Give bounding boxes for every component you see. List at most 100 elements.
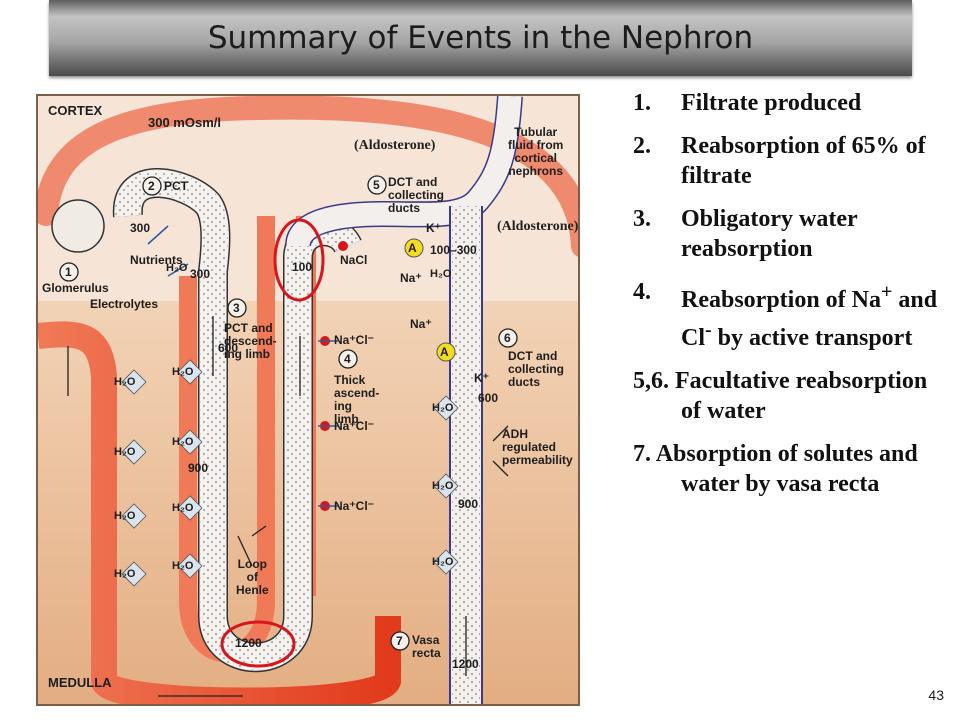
value-100: 100 <box>292 260 313 274</box>
event-item-4: 4. Reabsorption of Na+ and Cl- by active… <box>633 277 951 353</box>
k-ion-label: K⁺ <box>474 371 489 385</box>
h2o-diamond <box>177 495 203 521</box>
step-number-5: 5 <box>373 178 380 192</box>
step-number-6: 6 <box>504 331 511 345</box>
h2o-label: H₂O <box>114 376 136 388</box>
cortical-vessel <box>38 96 578 257</box>
h2o-diamond <box>177 429 203 455</box>
slide-title: Summary of Events in the Nephron <box>207 20 754 56</box>
tubular-fluid-label: Tubular fluid from cortical nephrons <box>508 125 564 178</box>
k-ion-label: K⁺ <box>426 221 441 235</box>
glomerulus-shape <box>51 199 105 253</box>
glomerulus-label: Glomerulus <box>42 281 109 295</box>
event-text: Absorption of solutes and water by vasa … <box>655 441 918 497</box>
h2o-diamond <box>177 553 203 579</box>
h2o-diamond <box>121 439 147 465</box>
transporter-a-label: A <box>440 345 449 359</box>
na-ion-label: Na⁺ <box>400 271 422 285</box>
superscript-plus: + <box>881 281 893 303</box>
value-900-duct: 900 <box>458 497 479 511</box>
event-text-part: Reabsorption of Na <box>681 287 882 313</box>
pump-dot <box>338 241 348 251</box>
dct-ducts-5-label: DCT and collecting ducts <box>388 175 445 215</box>
h2o-label: H₂O <box>172 502 194 514</box>
step-number-7: 7 <box>396 634 403 648</box>
value-1200-loop: 1200 <box>235 636 262 650</box>
flow-arrows <box>67 316 509 697</box>
h2o-label: H₂O <box>432 402 454 414</box>
event-number: 7. <box>633 441 651 467</box>
transport-arrows <box>147 225 338 507</box>
nacl-ion-label: Na⁺Cl⁻ <box>334 333 375 347</box>
event-text-part: and Cl <box>681 287 938 351</box>
event-text-part: by active transport <box>711 325 913 351</box>
step-circle-4 <box>338 349 358 369</box>
h2o-label: H₂O <box>432 480 454 492</box>
h2o-label: H₂O <box>172 560 194 572</box>
pct-descending-label: PCT and descend- ing limb <box>224 321 277 361</box>
osmolarity-label: 300 mOsm/l <box>148 115 221 130</box>
h2o-label: H₂O <box>114 510 136 522</box>
adh-label: ADH regulated permeability <box>502 427 573 467</box>
h2o-label: H₂O <box>172 436 194 448</box>
medulla-label: MEDULLA <box>48 675 112 690</box>
nephron-tubule <box>51 96 523 704</box>
h2o-label: H₂O <box>166 262 188 274</box>
vasa-recta-label: Vasa recta <box>412 633 441 660</box>
cortex-label: CORTEX <box>48 103 103 118</box>
aldosterone-label-1: (Aldosterone) <box>354 138 436 153</box>
event-text: Reabsorption of 65% of filtrate <box>681 133 926 189</box>
highlight-dct-100 <box>273 218 325 302</box>
step-circle-2 <box>142 176 162 196</box>
active-transporter <box>436 342 456 362</box>
aldosterone-label-2: (Aldosterone) <box>497 219 579 234</box>
h2o-label: H₂O <box>432 556 454 568</box>
step-circle-1 <box>59 262 79 282</box>
nacl-ion-label: Na⁺Cl⁻ <box>334 499 375 513</box>
title-bar: Summary of Events in the Nephron <box>49 0 912 76</box>
nephron-diagram: 1 2 3 4 5 6 7 CORTEX MEDULLA 300 mOsm/l … <box>36 94 580 706</box>
value-900-descending: 900 <box>188 461 209 475</box>
page-number: 43 <box>928 687 944 703</box>
event-text: Facultative reabsorption of water <box>675 368 928 424</box>
superscript-minus: - <box>705 319 712 341</box>
h2o-label: H₂O <box>172 366 194 378</box>
step-number-4: 4 <box>344 352 351 366</box>
value-1200-duct: 1200 <box>452 657 479 671</box>
value-600-descending: 600 <box>218 341 239 355</box>
event-item-1: 1. Filtrate produced <box>633 88 951 118</box>
loop-of-henle-label: Loop of Henle <box>236 557 269 597</box>
event-number: 3. <box>633 206 651 232</box>
h2o-diamond <box>121 369 147 395</box>
step-number-2: 2 <box>148 179 155 193</box>
nacl-ion-label: Na⁺Cl⁻ <box>334 419 375 433</box>
event-number: 2. <box>633 133 651 159</box>
electrolytes-label: Electrolytes <box>90 297 159 311</box>
value-300-h2o: 300 <box>190 267 211 281</box>
step-number-3: 3 <box>233 301 240 315</box>
h2o-diamond <box>433 473 459 499</box>
event-text: Filtrate produced <box>681 90 862 116</box>
event-number: 5,6. <box>633 368 669 394</box>
event-item-2: 2. Reabsorption of 65% of filtrate <box>633 131 951 191</box>
h2o-label: H₂O <box>430 268 452 280</box>
h2o-diamond <box>121 503 147 529</box>
value-100-300: 100–300 <box>430 243 477 257</box>
active-transporter <box>404 238 424 258</box>
step-circle-7 <box>390 631 410 651</box>
event-item-5: 5,6. Facultative reabsorption of water <box>633 366 951 426</box>
event-text: Obligatory water reabsorption <box>681 206 858 262</box>
step-circle-5 <box>367 175 387 195</box>
nacl-ion-label: NaCl <box>340 253 368 267</box>
nephron-illustration <box>38 96 578 704</box>
transporter-a-label: A <box>408 241 417 255</box>
events-list: 1. Filtrate produced 2. Reabsorption of … <box>633 88 951 512</box>
h2o-label: H₂O <box>114 446 136 458</box>
pct-label: PCT <box>164 179 188 193</box>
event-text: Reabsorption of Na+ and Cl- by active tr… <box>681 277 951 353</box>
h2o-label: H₂O <box>114 568 136 580</box>
value-300-pct: 300 <box>130 221 151 235</box>
h2o-diamond <box>177 359 203 385</box>
value-600-duct: 600 <box>478 391 499 405</box>
step-circle-3 <box>227 298 247 318</box>
